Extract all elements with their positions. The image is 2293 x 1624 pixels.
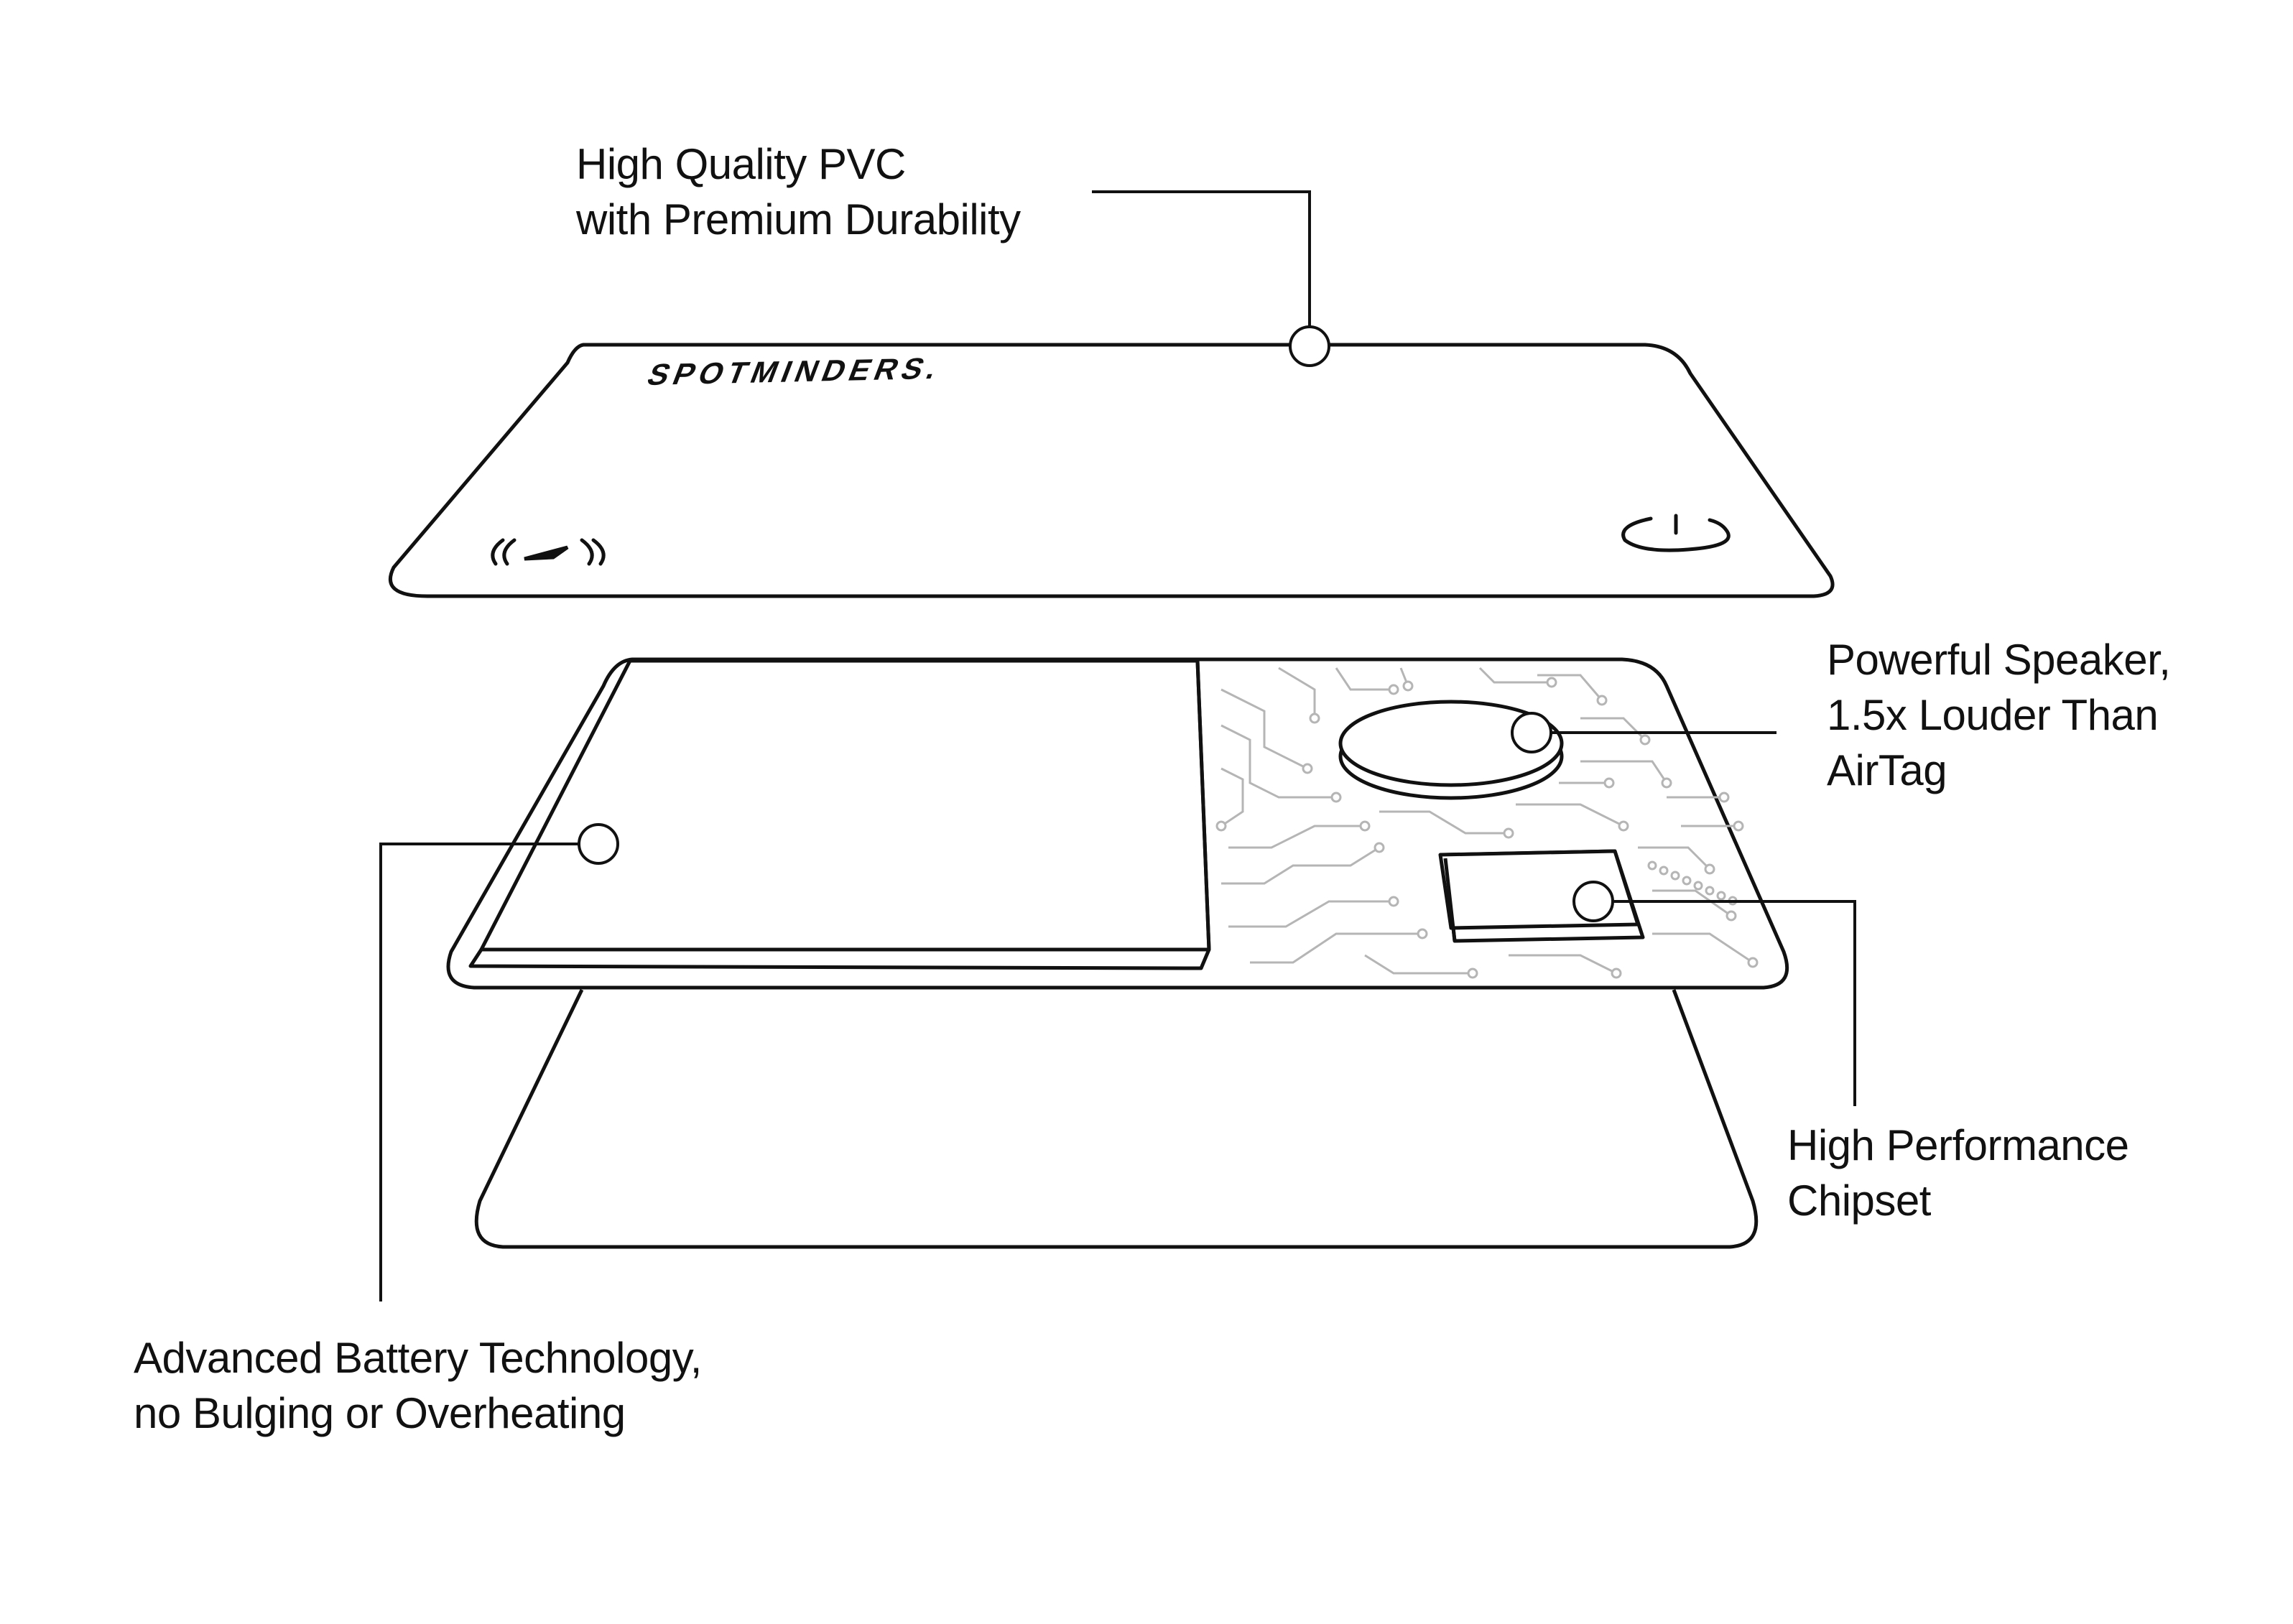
callout-battery: Advanced Battery Technology, no Bulging …: [134, 1330, 702, 1441]
circuit-pad: [1374, 842, 1385, 853]
circuit-pad: [1647, 860, 1657, 871]
top-card-layer: SPOTMINDERS.: [388, 343, 1835, 598]
circuit-pad: [1618, 820, 1629, 832]
circuit-trace: [1652, 932, 1754, 964]
circuit-pad: [1704, 863, 1715, 875]
circuit-trace: [1652, 889, 1732, 917]
leader-pvc: [1092, 190, 1330, 367]
circuit-pad: [1659, 866, 1669, 876]
power-icon: [1621, 514, 1731, 552]
circuit-pad: [1725, 910, 1737, 922]
speaker-marker: [1511, 712, 1552, 753]
circuit-pad: [1467, 968, 1478, 979]
circuit-pad: [1359, 820, 1371, 832]
circuit-pad: [1215, 820, 1227, 832]
circuit-trace: [1228, 900, 1394, 928]
battery-slab: [468, 659, 1211, 970]
circuit-trace: [1379, 810, 1509, 835]
circuit-pad: [1705, 886, 1715, 896]
circuit-trace: [1220, 767, 1244, 827]
callout-chipset-line1: High Performance: [1787, 1121, 2129, 1169]
circuit-pad: [1388, 896, 1399, 907]
circuit-pad: [1402, 680, 1414, 692]
callout-pvc-line2: with Premium Durability: [576, 195, 1021, 243]
callout-speaker-line3: AirTag: [1827, 746, 1947, 794]
circuit-pad: [1603, 777, 1615, 789]
callout-speaker-line2: 1.5x Louder Than: [1827, 691, 2159, 739]
circuit-pad: [1330, 792, 1342, 803]
leader-speaker: [1511, 712, 1777, 753]
circuit-trace: [1638, 846, 1711, 871]
circuit-trace: [1537, 674, 1603, 701]
circuit-trace: [1220, 724, 1336, 799]
circuit-pad: [1309, 713, 1320, 724]
circuit-pad: [1302, 763, 1313, 774]
callout-battery-line2: no Bulging or Overheating: [134, 1389, 626, 1437]
circuit-pad: [1747, 957, 1759, 968]
circuit-pad: [1546, 677, 1557, 688]
circuit-pad: [1716, 891, 1726, 901]
leader-chipset: [1572, 881, 1856, 1106]
circuit-trace: [1478, 667, 1552, 684]
callout-speaker: Powerful Speaker, 1.5x Louder Than AirTa…: [1827, 632, 2171, 798]
circuit-pad: [1611, 968, 1622, 979]
circuit-pad: [1596, 695, 1608, 706]
circuit-pad: [1639, 734, 1651, 746]
circuit-trace: [1509, 954, 1617, 975]
circuit-pad: [1388, 684, 1399, 695]
circuit-trace: [1220, 688, 1308, 770]
brand-wordmark: SPOTMINDERS.: [642, 351, 948, 391]
circuit-board-layer: [446, 657, 1789, 990]
chipset-marker: [1572, 881, 1614, 922]
top-card-outline: [388, 343, 1835, 598]
circuit-pad: [1670, 871, 1680, 881]
circuit-pad: [1503, 827, 1514, 839]
circuit-trace: [1250, 932, 1422, 964]
callout-battery-line1: Advanced Battery Technology,: [134, 1334, 702, 1382]
bottom-card-layer: [474, 988, 1759, 1249]
circuit-trace: [1228, 825, 1365, 849]
circuit-traces: [1215, 667, 1759, 979]
battery-marker: [578, 823, 619, 865]
circuit-trace: [1278, 667, 1316, 718]
circuit-trace: [1580, 760, 1668, 784]
leader-battery: [379, 823, 619, 1301]
circuit-pad: [1417, 928, 1428, 939]
circuit-pad: [1693, 881, 1703, 891]
circuit-trace: [1516, 803, 1624, 827]
nfc-signal-icon: [491, 538, 606, 566]
callout-pvc-line1: High Quality PVC: [576, 140, 906, 188]
speaker-disc: [1338, 700, 1564, 800]
circuit-pad: [1718, 792, 1730, 803]
circuit-trace: [1364, 954, 1473, 975]
circuit-trace: [1221, 846, 1380, 885]
callout-chipset: High Performance Chipset: [1787, 1118, 2129, 1228]
pvc-marker: [1289, 325, 1330, 367]
callout-chipset-line2: Chipset: [1787, 1177, 1931, 1225]
callout-speaker-line1: Powerful Speaker,: [1827, 636, 2171, 684]
circuit-pad: [1661, 777, 1672, 789]
circuit-pad: [1682, 876, 1692, 886]
callout-pvc: High Quality PVC with Premium Durability: [576, 136, 1021, 247]
circuit-trace: [1335, 667, 1394, 691]
circuit-pad: [1733, 820, 1744, 832]
